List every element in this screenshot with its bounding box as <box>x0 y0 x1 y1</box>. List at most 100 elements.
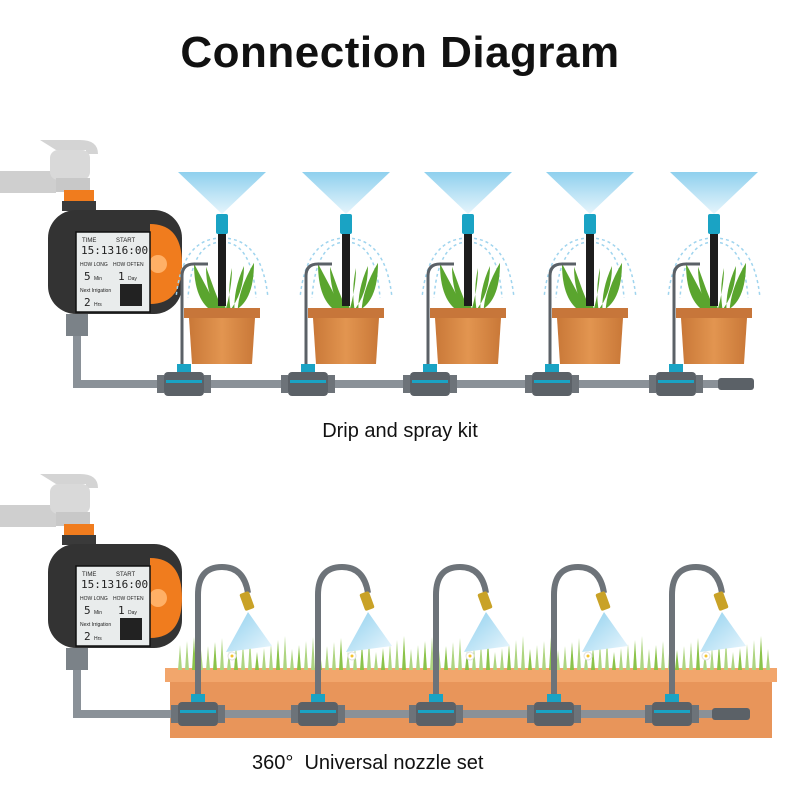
tee-connector <box>403 364 457 396</box>
timer-value-start: 16:00 <box>115 244 148 257</box>
spray-mist <box>700 612 746 652</box>
timer-label-how-long: HOW LONG <box>80 596 108 602</box>
pot-outlet <box>157 172 269 396</box>
brass-nozzle <box>477 591 493 611</box>
timer-value-next: 2 <box>84 296 91 309</box>
timer-unit-min: Min <box>94 276 102 282</box>
nozzle-outlet <box>645 563 746 726</box>
spray-head <box>708 214 720 234</box>
tee-connector <box>645 694 699 726</box>
battery-icon <box>120 618 142 640</box>
flower-pot <box>681 318 747 364</box>
water-arc <box>421 237 515 299</box>
timer-label-start: START <box>116 238 135 244</box>
pot-outlet <box>649 172 761 396</box>
flexible-hose <box>669 563 725 710</box>
drip-stake <box>586 232 594 306</box>
timer-unit-hrs: Hrs <box>94 636 102 642</box>
spray-mist <box>226 612 272 652</box>
end-plug-2 <box>712 708 750 720</box>
flexible-hose <box>551 563 607 710</box>
pot-outlet <box>281 172 393 396</box>
faucet-icon <box>0 474 98 527</box>
spray-mist <box>346 612 392 652</box>
tee-connector <box>291 694 345 726</box>
pot-outlet <box>403 172 515 396</box>
water-arc <box>299 237 393 299</box>
brass-nozzle <box>239 591 255 611</box>
main-pipe-2 <box>73 670 715 718</box>
timer-label-next: Next Irrigation <box>80 288 111 294</box>
spray-mist <box>546 172 634 214</box>
water-arc <box>175 237 269 299</box>
spray-mist <box>464 612 510 652</box>
timer-label-next: Next Irrigation <box>80 622 111 628</box>
flower-pot <box>313 318 379 364</box>
page-title: Connection Diagram <box>180 28 620 77</box>
timer-value-how-long: 5 <box>84 270 91 283</box>
timer-value-time: 15:13 <box>81 244 114 257</box>
main-pipe-1 <box>73 336 725 388</box>
tee-connector <box>409 694 463 726</box>
brass-nozzle <box>595 591 611 611</box>
spray-head <box>216 214 228 234</box>
outlets-2 <box>171 563 746 726</box>
drip-stake <box>218 232 226 306</box>
spray-mist <box>670 172 758 214</box>
battery-icon <box>120 284 142 306</box>
caption-drip-spray: Drip and spray kit <box>322 420 478 442</box>
timer-value-time: 15:13 <box>81 578 114 591</box>
spray-head <box>462 214 474 234</box>
timer-display-1: TIME START 15:13 16:00 HOW LONG HOW OFTE… <box>80 238 148 309</box>
timer-label-how-often: HOW OFTEN <box>113 262 144 268</box>
tee-connector <box>649 364 703 396</box>
spray-mist <box>424 172 512 214</box>
flower-pot <box>435 318 501 364</box>
outlets-1 <box>157 172 761 396</box>
pot-rim <box>676 308 752 318</box>
caption-universal-nozzle: 360° Universal nozzle set <box>252 752 484 774</box>
kit-drip-spray: TIME START 15:13 16:00 HOW LONG HOW OFTE… <box>0 140 761 396</box>
faucet-icon <box>0 140 98 193</box>
timer-value-how-often: 1 <box>118 604 125 617</box>
pot-rim <box>552 308 628 318</box>
water-arc <box>543 237 637 299</box>
spray-mist <box>178 172 266 214</box>
timer-label-how-long: HOW LONG <box>80 262 108 268</box>
drip-stake <box>342 232 350 306</box>
timer-label-how-often: HOW OFTEN <box>113 596 144 602</box>
timer-value-next: 2 <box>84 630 91 643</box>
timer-unit-day: Day <box>128 610 137 616</box>
end-plug-1 <box>718 378 754 390</box>
timer-unit-hrs: Hrs <box>94 302 102 308</box>
timer-value-start: 16:00 <box>115 578 148 591</box>
pot-outlet <box>525 172 637 396</box>
nozzle-outlet <box>527 563 628 726</box>
timer-value-how-often: 1 <box>118 270 125 283</box>
water-timer-2: TIME START 15:13 16:00 HOW LONG HOW OFTE… <box>48 524 182 670</box>
timer-label-start: START <box>116 572 135 578</box>
nozzle-outlet <box>409 563 510 726</box>
brass-nozzle <box>359 591 375 611</box>
pot-rim <box>430 308 506 318</box>
flower-pot <box>189 318 255 364</box>
plant <box>686 262 746 312</box>
flexible-hose <box>195 563 251 710</box>
drip-stake <box>710 232 718 306</box>
timer-unit-day: Day <box>128 276 137 282</box>
tee-connector <box>157 364 211 396</box>
tee-connector <box>527 694 581 726</box>
grass <box>178 636 770 670</box>
water-arc <box>667 237 761 299</box>
kit-universal-nozzle: TIME START 15:13 16:00 HOW LONG HOW OFTE… <box>0 474 777 738</box>
water-timer-1: TIME START 15:13 16:00 HOW LONG HOW OFTE… <box>48 190 182 336</box>
flexible-hose <box>433 563 489 710</box>
drip-stake <box>464 232 472 306</box>
brass-nozzle <box>713 591 729 611</box>
timer-value-how-long: 5 <box>84 604 91 617</box>
spray-head <box>584 214 596 234</box>
flexible-hose <box>315 563 371 710</box>
nozzle-outlet <box>291 563 392 726</box>
spray-mist <box>302 172 390 214</box>
pot-rim <box>184 308 260 318</box>
